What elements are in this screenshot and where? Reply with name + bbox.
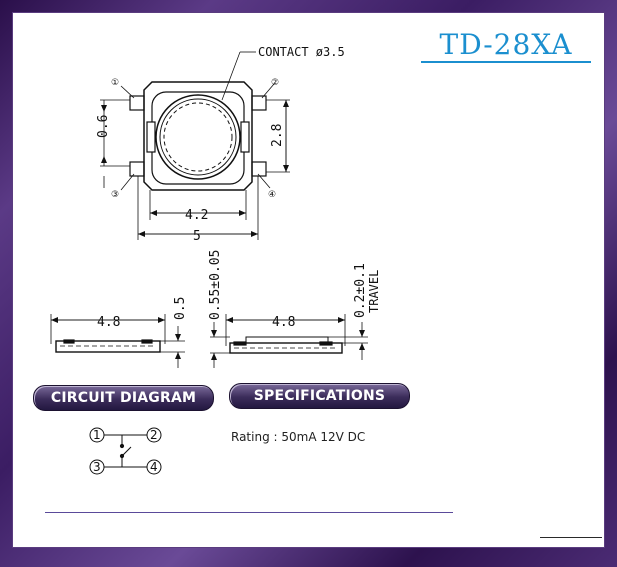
- side2-travel-label: TRAVEL: [367, 270, 381, 313]
- top-pin-3: ③: [111, 190, 119, 200]
- side-view-2: [210, 314, 368, 368]
- circuit-pin-3: 3: [93, 460, 101, 474]
- top-pin-2: ②: [271, 78, 279, 88]
- side1-width: 4.8: [97, 315, 120, 330]
- top-view: [100, 51, 290, 240]
- side2-travel: 0.2±0.1: [353, 263, 368, 318]
- divider-line: [45, 512, 453, 513]
- side-view-1: [50, 314, 185, 368]
- circuit-pin-4: 4: [150, 460, 158, 474]
- side2-width: 4.8: [272, 315, 295, 330]
- contact-label: CONTACT ø3.5: [258, 45, 345, 59]
- circuit-diagram: [89, 427, 162, 475]
- dim-inner-width: 4.2: [185, 208, 208, 223]
- circuit-pin-1: 1: [93, 428, 101, 442]
- top-pin-4: ④: [268, 190, 276, 200]
- title-underline: [421, 61, 591, 63]
- side2-height: 0.55±0.05: [208, 250, 223, 320]
- top-pin-1: ①: [111, 78, 119, 88]
- product-title: TD-28XA: [439, 28, 573, 61]
- side1-height: 0.5: [173, 297, 188, 320]
- specifications-heading: SPECIFICATIONS: [229, 383, 410, 409]
- dim-left-height: 0.6: [96, 115, 111, 138]
- corner-line: [540, 537, 602, 538]
- rating-text: Rating : 50mA 12V DC: [231, 430, 366, 444]
- drawing-sheet: [12, 12, 605, 548]
- circuit-diagram-heading: CIRCUIT DIAGRAM: [33, 385, 214, 411]
- dim-outer-width: 5: [193, 229, 201, 244]
- circuit-pin-2: 2: [150, 428, 158, 442]
- dim-right-height: 2.8: [270, 124, 285, 147]
